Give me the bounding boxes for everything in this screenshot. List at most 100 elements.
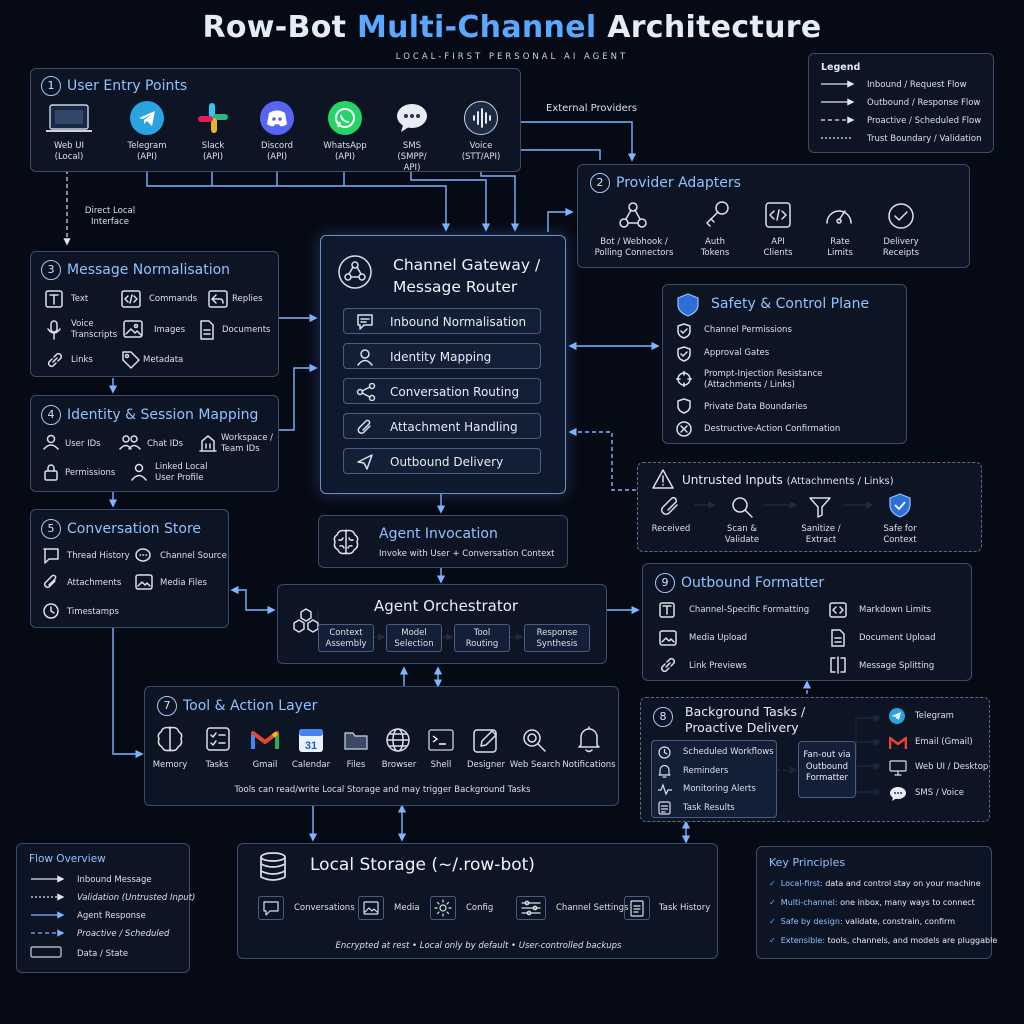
storage-channel-settings: Channel Settings bbox=[556, 903, 629, 913]
document-upload-icon bbox=[831, 629, 845, 647]
laptop-icon bbox=[44, 103, 94, 135]
schedule-clock-icon bbox=[658, 746, 671, 759]
adapters-number: 2 bbox=[590, 173, 610, 193]
bg-target-email: Email (Gmail) bbox=[915, 737, 973, 747]
untrusted-step-received: Received bbox=[651, 524, 691, 534]
lock-icon bbox=[43, 463, 59, 481]
memory-brain-icon bbox=[156, 725, 184, 753]
channel-source-icon bbox=[135, 548, 151, 564]
legend-panel: Legend Inbound / Request Flow Outbound /… bbox=[808, 53, 994, 153]
bg-telegram-icon bbox=[889, 708, 905, 724]
link-preview-icon bbox=[659, 656, 677, 674]
gateway-row-inbound: Inbound Normalisation bbox=[343, 308, 541, 334]
send-icon bbox=[356, 453, 374, 471]
principle-check-icon: ✓ bbox=[769, 879, 776, 888]
gateway-row-identity: Identity Mapping bbox=[343, 343, 541, 369]
store-attachments: Attachments bbox=[67, 578, 122, 588]
media-upload-icon bbox=[659, 630, 677, 646]
voice-waveform-icon bbox=[464, 101, 498, 135]
tool-web-search: Web Search bbox=[509, 760, 561, 770]
principle-check-icon: ✓ bbox=[769, 936, 776, 945]
title-part-2: Multi-Channel bbox=[357, 10, 597, 45]
norm-documents: Documents bbox=[222, 325, 271, 335]
untrusted-step-sanitize: Sanitize /Extract bbox=[801, 524, 841, 545]
safety-private-data: Private Data Boundaries bbox=[704, 402, 808, 412]
flow-title: Flow Overview bbox=[29, 853, 106, 865]
external-providers-label: External Providers bbox=[546, 103, 638, 114]
webhook-icon bbox=[618, 200, 648, 230]
identity-user-ids: User IDs bbox=[65, 439, 101, 449]
normalisation-number: 3 bbox=[41, 260, 61, 280]
bg-reminders: Reminders bbox=[683, 766, 729, 776]
flow-overview-panel: Flow Overview Inbound Message Validation… bbox=[16, 843, 195, 973]
orchestrator-title: Agent Orchestrator bbox=[374, 597, 519, 615]
page-title: Row-Bot Multi-Channel Architecture bbox=[0, 10, 1024, 45]
flow-item-proactive: Proactive / Scheduled bbox=[77, 929, 170, 939]
adapters-title: 2 Provider Adapters bbox=[590, 173, 741, 193]
verified-shield-icon bbox=[888, 493, 912, 519]
channel-discord: Discord(API) bbox=[261, 141, 293, 162]
principle-extensible: ✓ Extensible: tools, channels, and model… bbox=[769, 936, 998, 945]
identity-title-text: Identity & Session Mapping bbox=[67, 407, 259, 423]
invocation-title: Agent Invocation bbox=[379, 526, 498, 542]
globe-icon bbox=[385, 727, 411, 753]
flow-item-data: Data / State bbox=[77, 949, 129, 959]
link-icon bbox=[45, 350, 65, 370]
database-icon bbox=[258, 852, 288, 882]
reminder-bell-icon bbox=[658, 764, 671, 778]
code-icon bbox=[764, 201, 792, 229]
calendar-day: 31 bbox=[305, 740, 317, 752]
tools-number: 7 bbox=[157, 696, 177, 716]
identity-chat-ids: Chat IDs bbox=[147, 439, 184, 449]
local-storage-panel: Local Storage (~/.row-bot) Conversations… bbox=[237, 843, 718, 959]
page-subtitle: LOCAL-FIRST PERSONAL AI AGENT bbox=[395, 52, 629, 62]
microphone-icon bbox=[46, 320, 62, 340]
store-thread-history: Thread History bbox=[67, 551, 130, 561]
folder-icon bbox=[344, 729, 368, 751]
brain-icon bbox=[331, 527, 361, 557]
safety-title: Safety & Control Plane bbox=[711, 296, 870, 312]
private-shield-icon bbox=[677, 398, 691, 414]
adapters-title-text: Provider Adapters bbox=[616, 175, 741, 191]
bell-icon bbox=[577, 725, 601, 753]
flow-item-response: Agent Response bbox=[77, 911, 146, 921]
clock-icon bbox=[43, 603, 59, 619]
pen-icon bbox=[473, 727, 499, 753]
check-circle-icon bbox=[886, 201, 916, 231]
formatter-markdown: Markdown Limits bbox=[859, 605, 932, 615]
hexagon-cluster-icon bbox=[291, 607, 321, 635]
results-list-icon bbox=[658, 801, 671, 815]
flow-line-samples bbox=[30, 875, 65, 958]
background-list-box: Scheduled Workflows Reminders Monitoring… bbox=[651, 740, 777, 818]
storage-media: Media bbox=[394, 903, 420, 913]
gmail-icon bbox=[251, 729, 279, 751]
formatter-title-text: Outbound Formatter bbox=[681, 575, 825, 591]
safety-control-panel: Safety & Control Plane Channel Permissio… bbox=[662, 284, 907, 444]
thread-icon bbox=[43, 548, 59, 564]
bg-task-results: Task Results bbox=[683, 803, 735, 813]
telegram-icon bbox=[130, 101, 164, 135]
document-icon bbox=[199, 320, 215, 340]
store-media-files: Media Files bbox=[160, 578, 207, 588]
router-hub-icon bbox=[337, 254, 373, 290]
tag-icon bbox=[121, 350, 141, 370]
legend-title: Legend bbox=[821, 62, 861, 73]
bg-sms-icon bbox=[889, 786, 907, 802]
background-title: Background Tasks /Proactive Delivery bbox=[685, 704, 806, 735]
